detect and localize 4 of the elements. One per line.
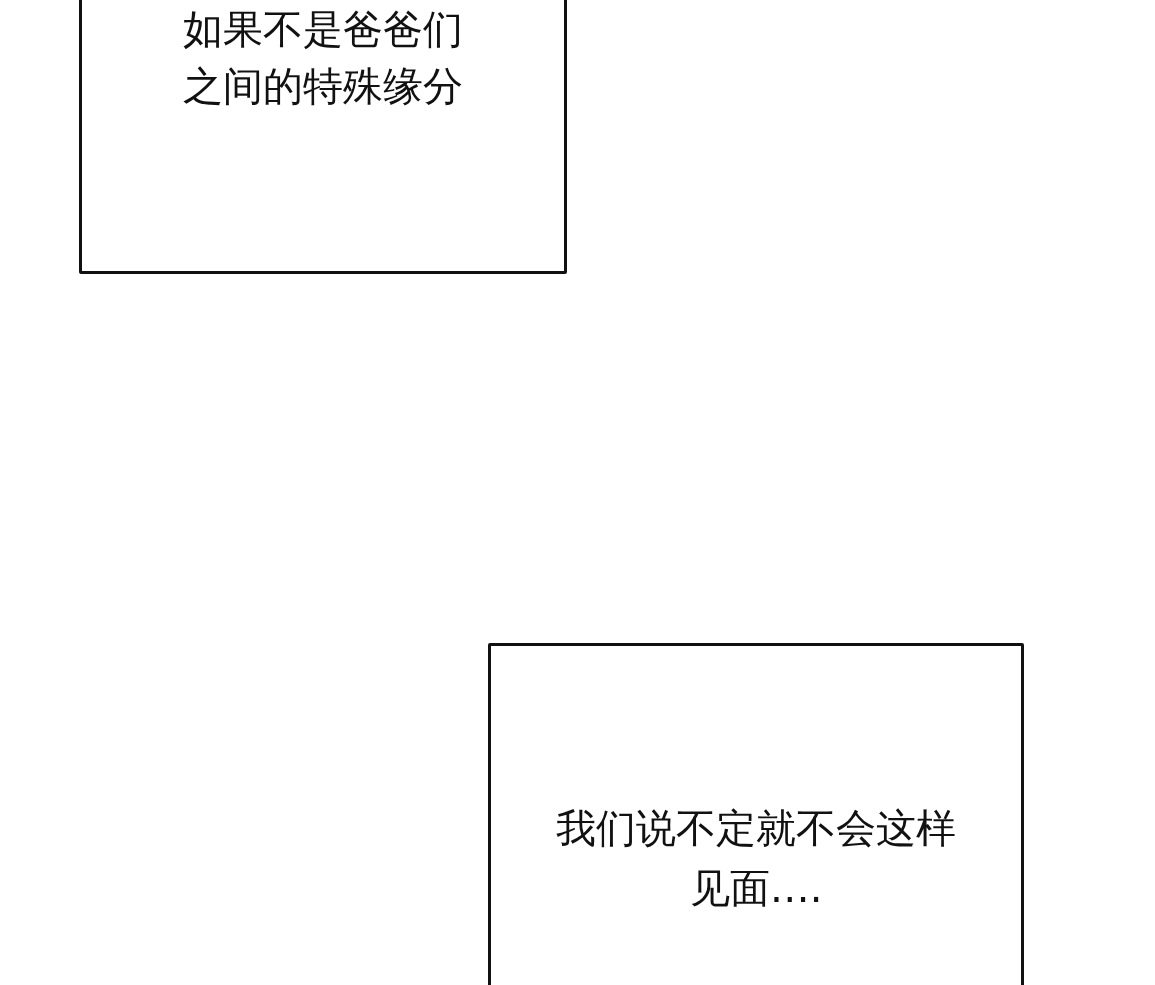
caption-panel (488, 643, 1024, 985)
caption-panel (79, 0, 567, 274)
caption-text: 我们说不定就不会这样见面…. (556, 804, 956, 913)
caption-text: 如果不是爸爸们之间的特殊缘分 (182, 5, 464, 111)
